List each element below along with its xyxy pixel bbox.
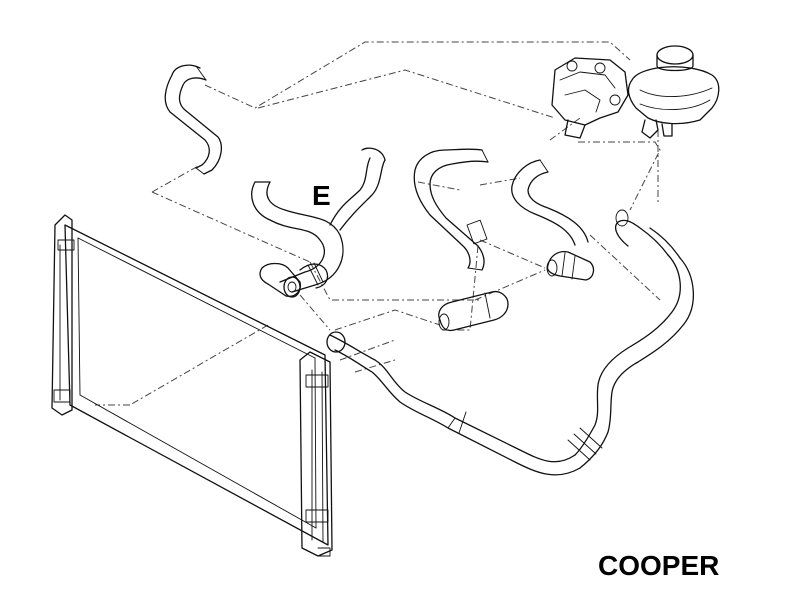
thermostat-housing bbox=[551, 57, 629, 139]
upper-hose-left bbox=[164, 64, 223, 175]
callout-label-e: E bbox=[312, 180, 331, 211]
model-label: COOPER bbox=[598, 550, 719, 581]
connector-pipe bbox=[438, 290, 509, 332]
lower-hose bbox=[326, 209, 695, 476]
hose-center-top bbox=[413, 148, 489, 271]
leader-lines bbox=[95, 41, 661, 406]
expansion-tank bbox=[627, 45, 720, 139]
hose-right-center bbox=[511, 159, 595, 281]
hose-e bbox=[251, 147, 386, 298]
radiator bbox=[51, 214, 333, 557]
